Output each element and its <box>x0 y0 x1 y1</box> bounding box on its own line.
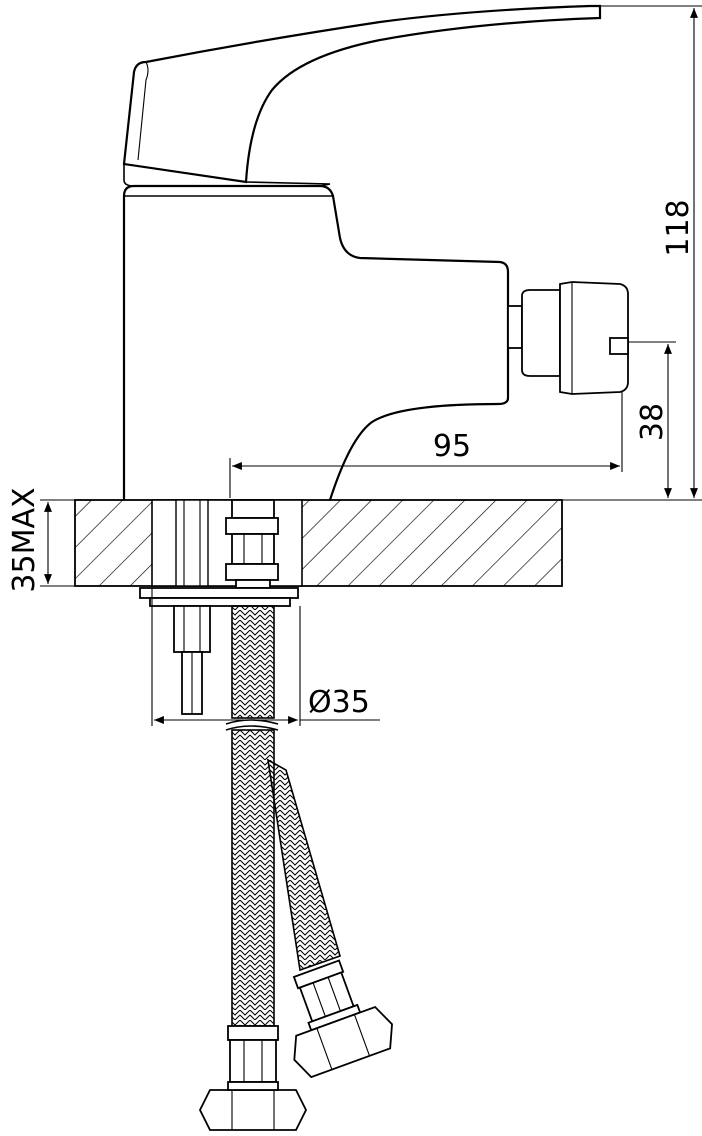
mounting-stud <box>173 605 211 715</box>
dimension-height-total: 118 <box>562 5 702 501</box>
dimension-mount-hole: Ø35 <box>151 588 380 726</box>
hose-fitting-left <box>198 1025 308 1131</box>
dimension-reach: 95 <box>229 392 623 498</box>
spray-head <box>507 281 629 395</box>
dimension-label-38: 38 <box>635 403 670 441</box>
dimension-counter-thickness: 35MAX <box>7 487 75 593</box>
hose-nipple <box>225 499 279 589</box>
faucet-body <box>122 4 602 501</box>
dimension-label-35max: 35MAX <box>7 487 42 592</box>
hose-fitting-right <box>292 959 393 1079</box>
dimension-label-95: 95 <box>433 429 471 464</box>
dimension-spout-height: 38 <box>628 341 676 498</box>
braided-hose-upper <box>231 605 275 719</box>
mounting-plate <box>139 587 299 607</box>
countertop-section <box>74 499 563 587</box>
dimension-label-d35: Ø35 <box>308 685 370 720</box>
braided-hose-straight <box>225 725 279 1027</box>
dimension-label-118: 118 <box>661 199 696 256</box>
braided-hose-angled <box>266 758 341 972</box>
